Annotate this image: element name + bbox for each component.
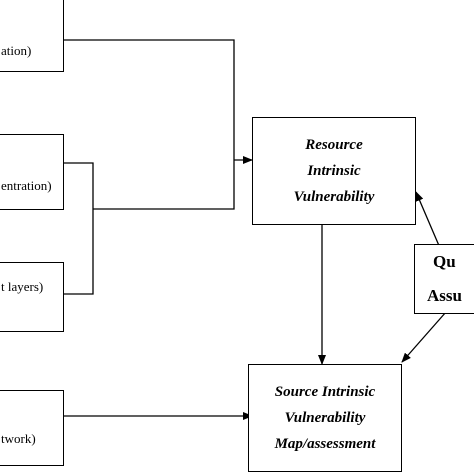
source-line-3: Map/assessment: [274, 436, 376, 452]
resource-vulnerability-box: Resource Intrinsic Vulnerability: [252, 117, 416, 225]
input-box-4: twork): [0, 390, 64, 466]
input-box-1: ation): [0, 0, 64, 72]
input-box-3-label: t layers): [1, 279, 44, 294]
quality-assurance-box: Qu Assu: [414, 244, 474, 314]
quality-line-1: Qu: [433, 252, 456, 271]
source-line-1: Source Intrinsic: [274, 384, 376, 400]
source-vulnerability-box: Source Intrinsic Vulnerability Map/asses…: [248, 364, 402, 472]
input-box-1-label: ation): [1, 43, 32, 58]
source-line-2: Vulnerability: [284, 410, 366, 426]
connector-merge: [93, 160, 235, 210]
resource-line-2: Intrinsic: [307, 163, 361, 179]
input-box-2-label: entration): [1, 178, 52, 193]
arrow-quality-to-resource: [415, 191, 441, 249]
arrow-quality-to-source: [401, 311, 447, 363]
connector-input-2: [64, 162, 94, 295]
input-box-3: t layers): [0, 262, 64, 332]
resource-line-1: Resource: [305, 137, 363, 153]
quality-line-2: Assu: [427, 286, 462, 305]
resource-line-3: Vulnerability: [293, 189, 375, 205]
connector-input-1: [64, 39, 235, 160]
input-box-4-label: twork): [1, 431, 36, 446]
input-box-2: entration): [0, 134, 64, 210]
